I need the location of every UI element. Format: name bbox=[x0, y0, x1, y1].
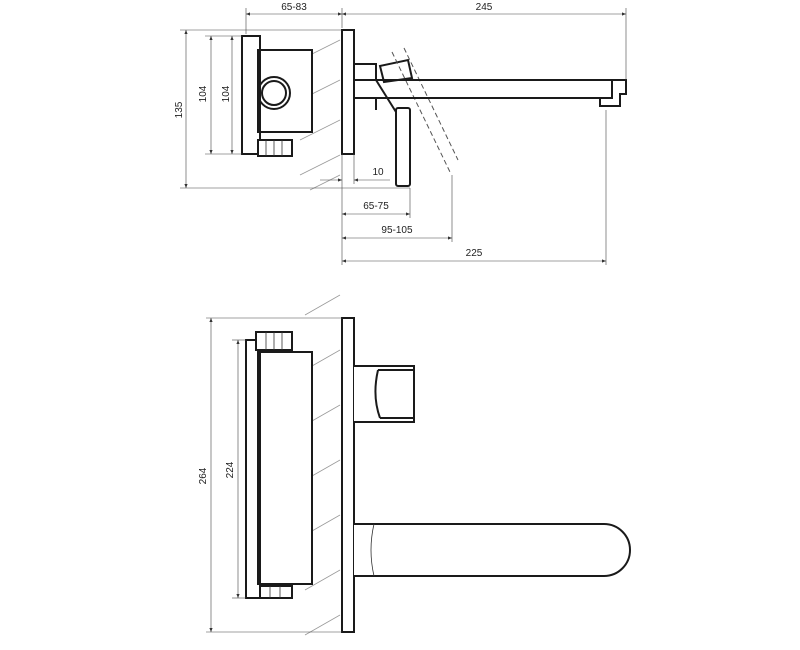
dim-spout-length: 245 bbox=[342, 2, 627, 80]
wall-plate-top bbox=[341, 29, 355, 155]
dim-body-depth: 65-83 bbox=[245, 2, 343, 34]
label-overall-height: 135 bbox=[174, 101, 185, 118]
label-plate-thickness: 10 bbox=[372, 167, 384, 178]
dim-overall-height: 135 bbox=[174, 29, 410, 189]
label-body-height-outer: 104 bbox=[198, 85, 209, 102]
dim-lever-offset: 65-75 bbox=[342, 188, 411, 218]
label-spout-length: 245 bbox=[476, 2, 493, 13]
dim-spout-reach: 225 bbox=[342, 110, 607, 265]
front-view: 264 224 bbox=[198, 294, 631, 636]
top-view: 65-83 245 135 104 104 bbox=[174, 2, 627, 265]
spout-top bbox=[354, 79, 627, 110]
concealed-body-top bbox=[241, 35, 313, 157]
label-spout-reach: 225 bbox=[466, 248, 483, 259]
lever-top bbox=[354, 47, 459, 187]
label-inner-height: 224 bbox=[225, 461, 236, 478]
dim-plate-thickness: 10 bbox=[320, 154, 390, 265]
dim-outer-height: 264 bbox=[198, 317, 342, 633]
wall-plate-front bbox=[341, 317, 355, 633]
lever-front bbox=[354, 365, 415, 423]
label-body-depth: 65-83 bbox=[281, 2, 307, 13]
label-outer-height: 264 bbox=[198, 467, 209, 484]
label-lever-reach: 95-105 bbox=[381, 225, 413, 236]
label-lever-offset: 65-75 bbox=[363, 201, 389, 212]
dim-lever-reach: 95-105 bbox=[342, 175, 453, 242]
dim-inner-height: 224 bbox=[225, 339, 246, 599]
dim-body-height-inner: 104 bbox=[221, 36, 234, 154]
dim-body-height-outer: 104 bbox=[198, 35, 242, 155]
spout-front bbox=[354, 523, 631, 577]
label-body-height-inner: 104 bbox=[221, 85, 232, 102]
concealed-body-front bbox=[245, 331, 313, 599]
